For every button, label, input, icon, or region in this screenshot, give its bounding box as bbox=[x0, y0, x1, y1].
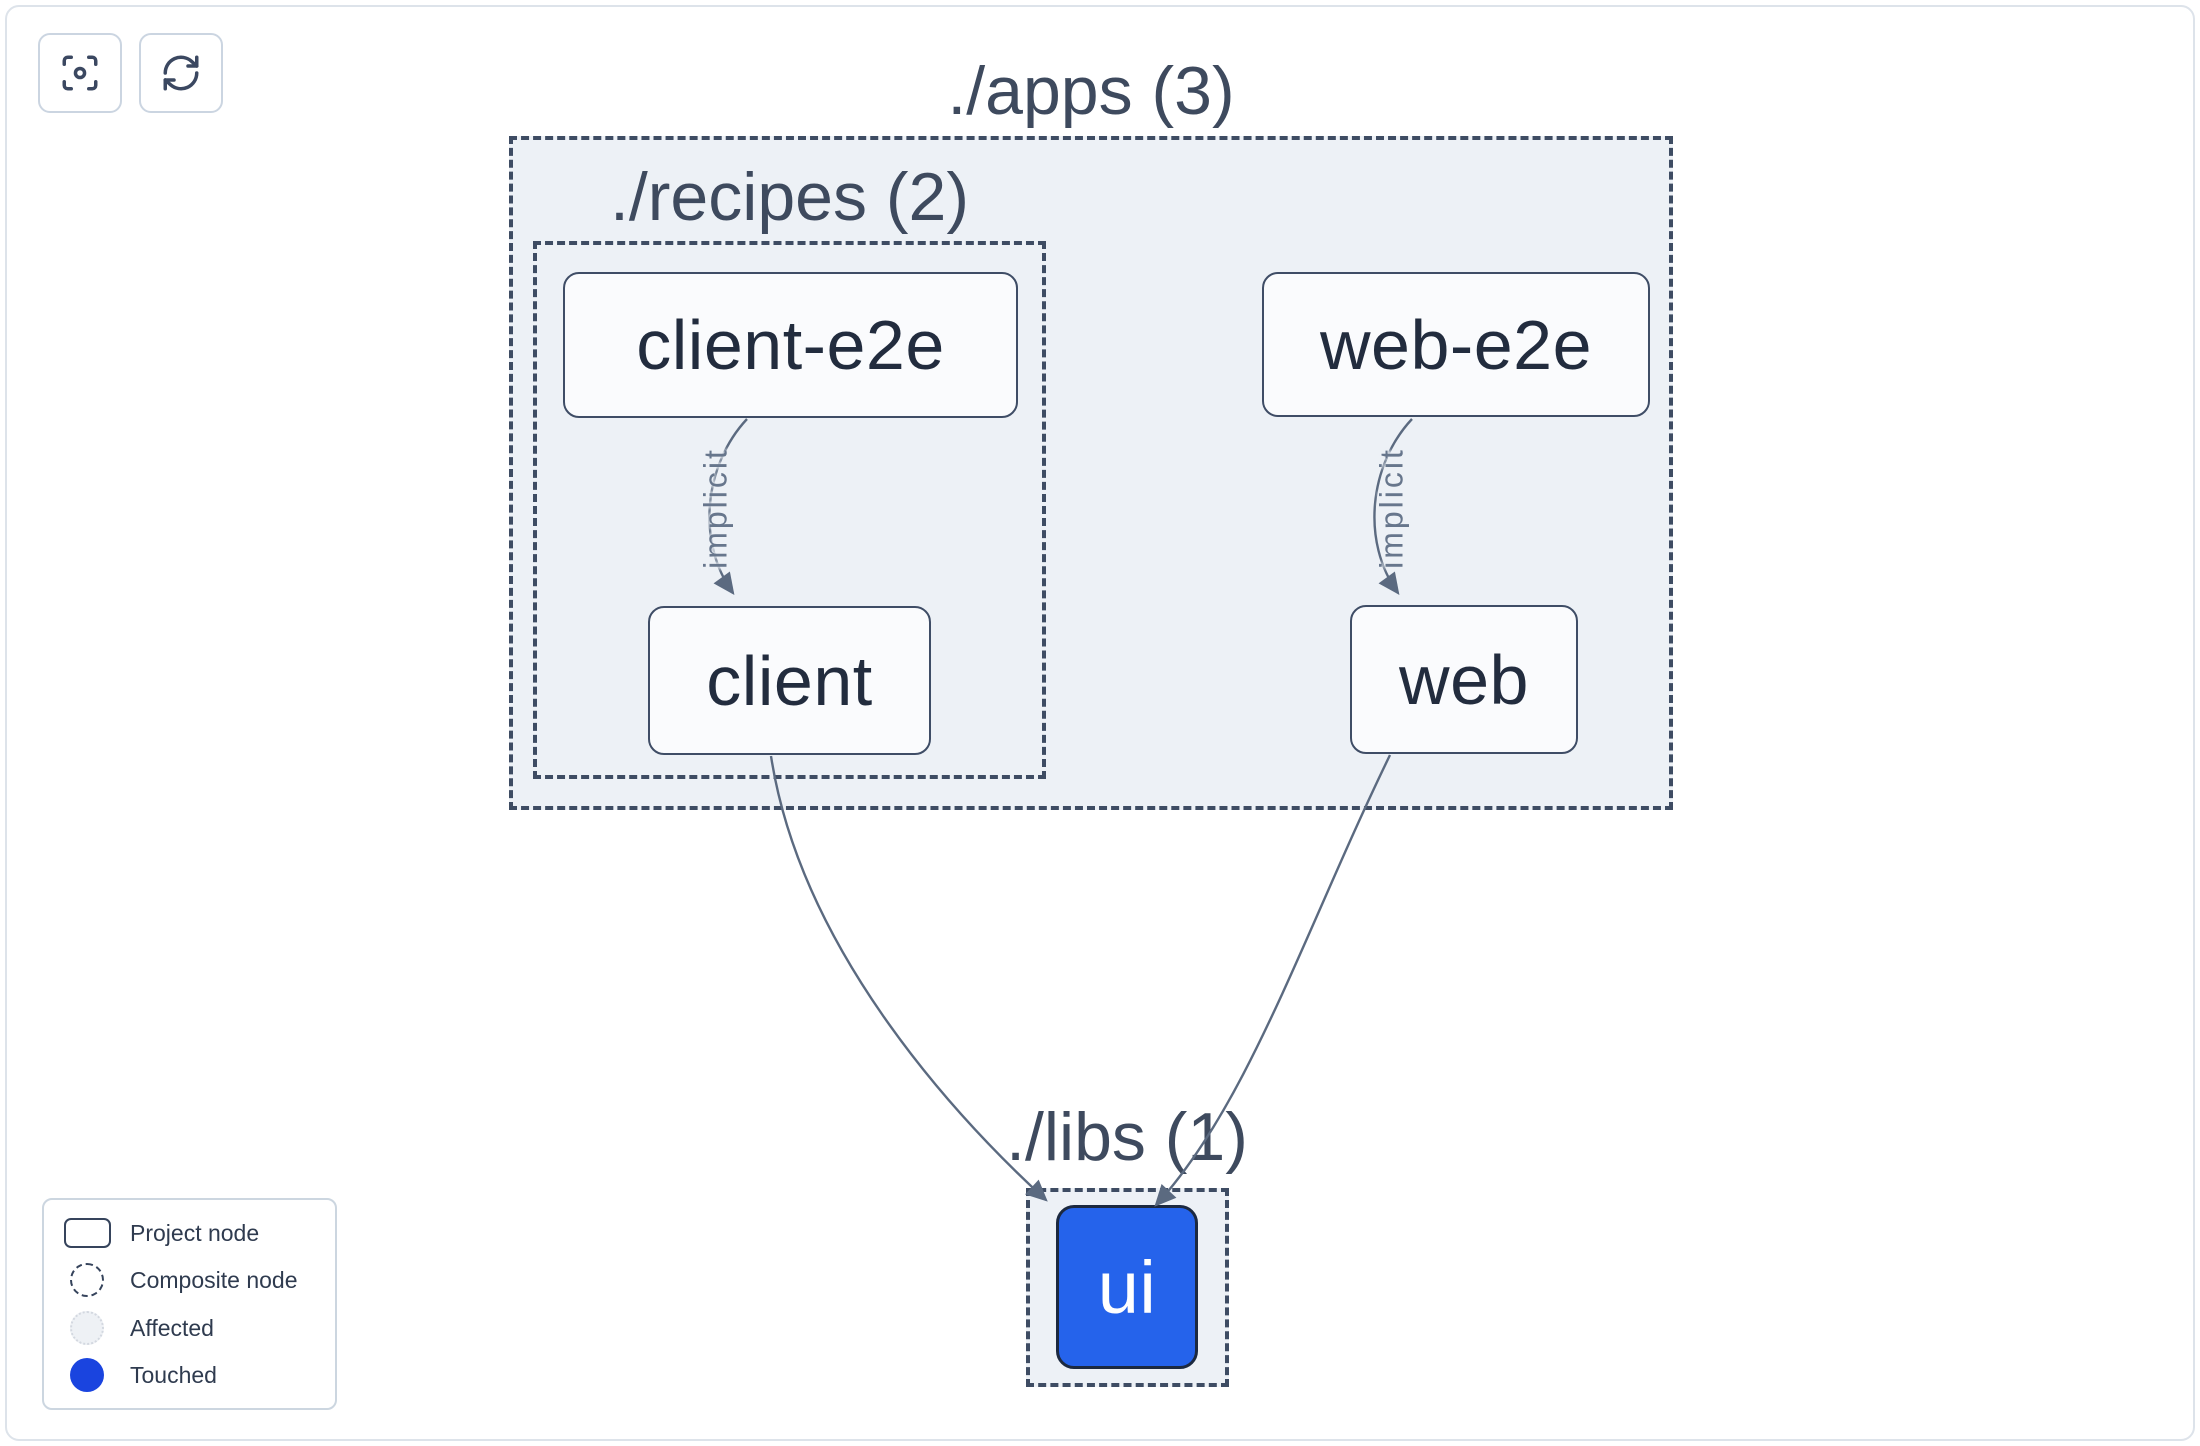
touched-swatch bbox=[70, 1358, 104, 1392]
node-ui[interactable]: ui bbox=[1056, 1205, 1198, 1369]
node-client-e2e[interactable]: client-e2e bbox=[563, 272, 1018, 418]
legend-label: Composite node bbox=[130, 1266, 298, 1293]
refresh-icon bbox=[160, 52, 202, 94]
legend-item-affected: Affected bbox=[44, 1309, 335, 1347]
node-web[interactable]: web bbox=[1350, 605, 1578, 754]
legend-label: Project node bbox=[130, 1219, 260, 1246]
legend-item-project-node: Project node bbox=[44, 1214, 335, 1252]
legend-label: Affected bbox=[130, 1314, 214, 1341]
composite-node-swatch bbox=[70, 1263, 104, 1297]
group-label-libs: ./libs (1) bbox=[1006, 1099, 1248, 1175]
refresh-button[interactable] bbox=[139, 33, 223, 113]
legend-panel: Project node Composite node Affected Tou… bbox=[42, 1198, 337, 1410]
legend-item-composite-node: Composite node bbox=[44, 1261, 335, 1299]
node-web-e2e[interactable]: web-e2e bbox=[1262, 272, 1650, 417]
edge-label-implicit-left: implicit bbox=[697, 447, 734, 569]
legend-item-touched: Touched bbox=[44, 1356, 335, 1394]
project-node-swatch bbox=[63, 1218, 111, 1248]
legend-label: Touched bbox=[130, 1361, 217, 1388]
edge-label-implicit-right: implicit bbox=[1373, 447, 1410, 569]
focus-icon bbox=[59, 52, 101, 94]
group-label-apps: ./apps (3) bbox=[947, 53, 1235, 129]
affected-swatch bbox=[70, 1311, 104, 1345]
node-client[interactable]: client bbox=[648, 606, 931, 755]
group-label-recipes: ./recipes (2) bbox=[610, 159, 969, 235]
focus-button[interactable] bbox=[38, 33, 122, 113]
